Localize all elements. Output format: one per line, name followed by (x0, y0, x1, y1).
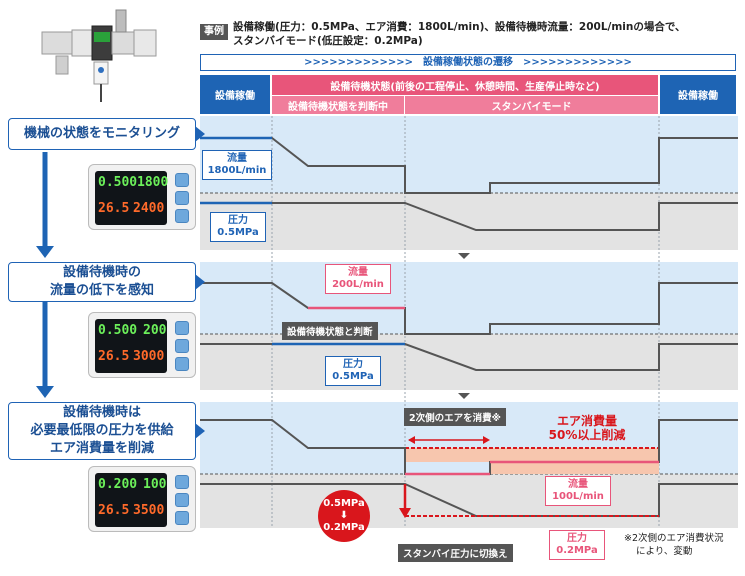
device-button (175, 321, 189, 335)
step-reduce-line-2: 必要最低限の圧力を供給 (30, 423, 174, 438)
pressure-label-title: 圧力 (228, 215, 248, 226)
device-button (175, 339, 189, 353)
device-button (175, 511, 189, 525)
step-detect: 設備待機時の 流量の低下を感知 (8, 262, 205, 302)
pressure-label-title: 圧力 (567, 533, 587, 544)
panel3-saving-text: エア消費量 50%以上削減 (522, 414, 652, 442)
step-pointer-icon (195, 423, 205, 439)
step-reduce-line-1: 設備待機時は (62, 405, 141, 420)
saving-line-2: 50%以上削減 (548, 428, 626, 442)
sensor-display-1: 0.500 1800 26.5 2400 (88, 164, 196, 230)
panel2-judge-tag: 設備待機状態と判断 (282, 322, 378, 340)
circle-bottom-value: 0.2MPa (323, 522, 365, 533)
panel3-secondary-tag: 2次側のエアを消費※ (404, 408, 506, 426)
display-value-red-2: 2400 (133, 201, 165, 216)
sensor-display-3: 0.200 100 26.5 3500 (88, 466, 196, 532)
display-value-red-1: 26.5 (98, 503, 130, 518)
display-screen: 0.200 100 26.5 3500 (95, 473, 167, 527)
example-description: 設備稼働(圧力：0.5MPa、エア消費：1800L/min)、設備待機時流量：2… (233, 20, 738, 48)
device-button (175, 209, 189, 223)
separator-arrow-1 (458, 253, 470, 259)
circle-top-value: 0.5MPa (323, 498, 365, 509)
panel3-flow-label: 流量 100L/min (545, 476, 611, 506)
display-value-green-2: 1800 (137, 175, 169, 190)
display-value-green-1: 0.200 (98, 477, 138, 492)
pressure-label-title: 圧力 (343, 359, 363, 370)
pressure-label-value: 0.5MPa (332, 371, 374, 382)
display-value-green-2: 200 (143, 323, 167, 338)
flow-line-panel1 (200, 137, 738, 194)
display-value-red-1: 26.5 (98, 201, 130, 216)
step-detect-line-1: 設備待機時の (62, 265, 141, 280)
display-value-red-2: 3000 (133, 349, 165, 364)
example-line-2: スタンバイモード(低圧設定：0.2MPa) (233, 35, 423, 47)
footnote: ※2次側のエア消費状況 により、変動 (624, 532, 742, 558)
saving-line-1: エア消費量 (556, 414, 617, 428)
footnote-line-1: ※2次側のエア消費状況 (624, 533, 724, 544)
flow-label-value: 200L/min (332, 279, 384, 290)
example-tag: 事例 (200, 24, 228, 40)
separator-arrow-2 (458, 393, 470, 399)
step-reduce-line-3: エア消費量を削減 (49, 441, 154, 456)
step-monitoring: 機械の状態をモニタリング (8, 118, 205, 150)
device-button (175, 493, 189, 507)
sensor-display-2: 0.500 200 26.5 3000 (88, 312, 196, 378)
panel1-pressure-label: 圧力 0.5MPa (210, 212, 266, 242)
valve-unit-image (41, 9, 157, 102)
step-detect-line-2: 流量の低下を感知 (49, 283, 154, 298)
display-value-red-2: 3500 (133, 503, 165, 518)
panel2-flow-label: 流量 200L/min (325, 264, 391, 294)
display-value-green-1: 0.500 (98, 323, 138, 338)
header-standby-mode: スタンバイモード (405, 96, 658, 114)
flow-label-title: 流量 (348, 267, 368, 278)
pressure-change-circle: 0.5MPa ⬇ 0.2MPa (318, 490, 370, 542)
panel3-switch-tag: スタンバイ圧力に切換え (398, 544, 513, 562)
device-button (175, 191, 189, 205)
pressure-label-value: 0.2MPa (556, 545, 598, 556)
display-value-green-2: 100 (143, 477, 167, 492)
step-pointer-icon (195, 274, 205, 290)
example-line-1: 設備稼働(圧力：0.5MPa、エア消費：1800L/min)、設備待機時流量：2… (233, 21, 686, 33)
header-standby-state: 設備待機状態(前後の工程停止、休憩時間、生産停止時など) (272, 75, 658, 95)
display-value-red-1: 26.5 (98, 349, 130, 364)
display-screen: 0.500 200 26.5 3000 (95, 319, 167, 373)
panel3-pressure-label: 圧力 0.2MPa (549, 530, 605, 560)
transition-bar: >>>>>>>>>>>>> 設備稼働状態の遷移 >>>>>>>>>>>>> (200, 54, 736, 71)
pressure-label-value: 0.5MPa (217, 227, 259, 238)
header-running-right: 設備稼働 (660, 75, 736, 114)
step-pointer-icon (195, 126, 205, 142)
flow-label-title: 流量 (227, 153, 247, 164)
device-button (175, 357, 189, 371)
flow-label-value: 100L/min (552, 491, 604, 502)
flow-label-title: 流量 (568, 479, 588, 490)
flow-line-panel2 (200, 282, 738, 335)
panel1-flow-label: 流量 1800L/min (202, 150, 272, 180)
step-reduce: 設備待機時は 必要最低限の圧力を供給 エア消費量を削減 (8, 402, 205, 460)
pressure-line-panel1 (200, 202, 738, 231)
down-arrow-icon: ⬇ (339, 510, 349, 521)
display-screen: 0.500 1800 26.5 2400 (95, 171, 169, 225)
device-button (175, 475, 189, 489)
device-button (175, 173, 189, 187)
panel2-pressure-label: 圧力 0.5MPa (325, 356, 381, 386)
flow-label-value: 1800L/min (207, 165, 267, 176)
footnote-line-2: により、変動 (636, 546, 693, 557)
display-value-green-1: 0.500 (98, 175, 138, 190)
header-judging: 設備待機状態を判断中 (272, 96, 404, 114)
header-running-left: 設備稼働 (200, 75, 270, 114)
step-monitoring-label: 機械の状態をモニタリング (23, 126, 180, 141)
